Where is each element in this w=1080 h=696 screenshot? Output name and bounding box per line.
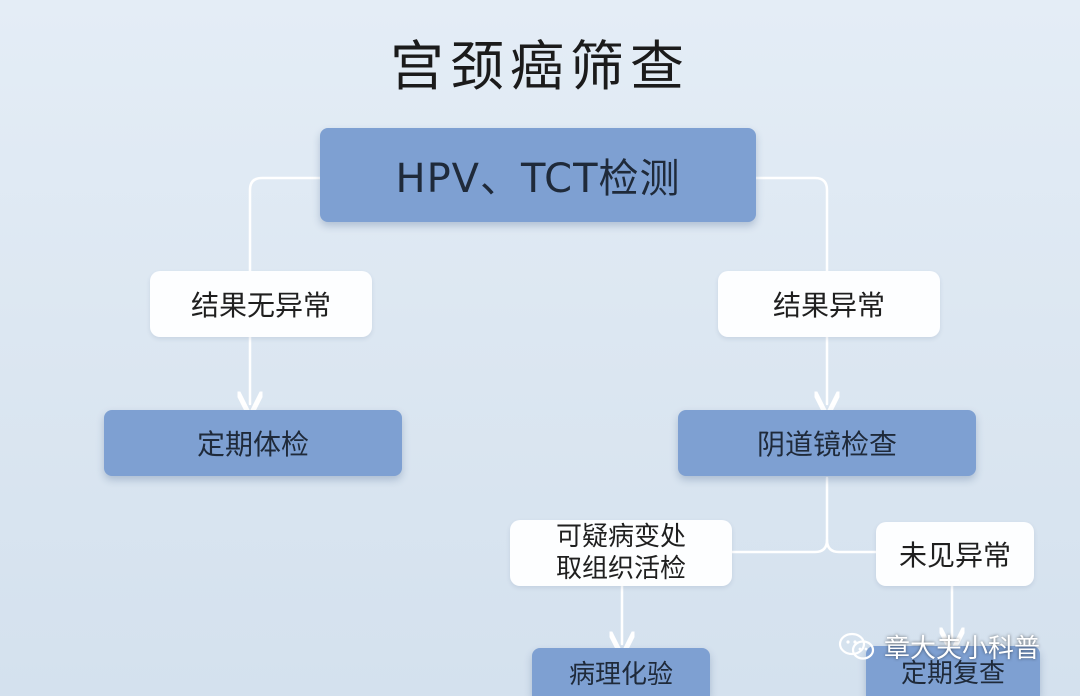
condition-no-abnormal-result: 结果无异常: [150, 271, 372, 337]
chat-bubbles-icon: [838, 632, 875, 660]
watermark-text: 章大夫小科普: [884, 634, 1041, 664]
node-colposcopy: 阴道镜检查: [678, 410, 976, 476]
node-hpv-tct-test: HPV、TCT检测: [320, 128, 756, 222]
condition-no-abnormal-result-label: 结果无异常: [190, 289, 331, 322]
condition-suspicious-line-1: 可疑病变处: [555, 522, 686, 552]
page-title: 宫颈癌筛查: [390, 35, 690, 98]
watermark: 章大夫小科普: [838, 628, 1040, 665]
node-colposcopy-label: 阴道镜检查: [756, 428, 897, 461]
condition-no-abnormality-found: 未见异常: [876, 522, 1034, 586]
node-regular-checkup: 定期体检: [104, 410, 402, 476]
node-pathology-test-label: 病理化验: [568, 659, 673, 690]
condition-suspicious-line-2: 取组织活检: [555, 554, 686, 584]
condition-suspicious-lesion-biopsy: 可疑病变处 取组织活检: [510, 520, 732, 586]
node-regular-followup: 定期复查: [866, 646, 1040, 696]
condition-abnormal-result: 结果异常: [718, 271, 940, 337]
connector-top-left: [250, 176, 322, 404]
node-regular-followup-label: 定期复查: [900, 658, 1005, 689]
condition-abnormal-result-label: 结果异常: [772, 289, 885, 322]
connector-top-right: [754, 176, 827, 404]
condition-no-abnormality-found-label: 未见异常: [898, 539, 1011, 572]
node-regular-checkup-label: 定期体检: [196, 428, 309, 461]
node-hpv-tct-test-label: HPV、TCT检测: [395, 156, 681, 202]
connector-colposcopy-left: [625, 538, 829, 554]
node-pathology-test: 病理化验: [532, 648, 710, 696]
